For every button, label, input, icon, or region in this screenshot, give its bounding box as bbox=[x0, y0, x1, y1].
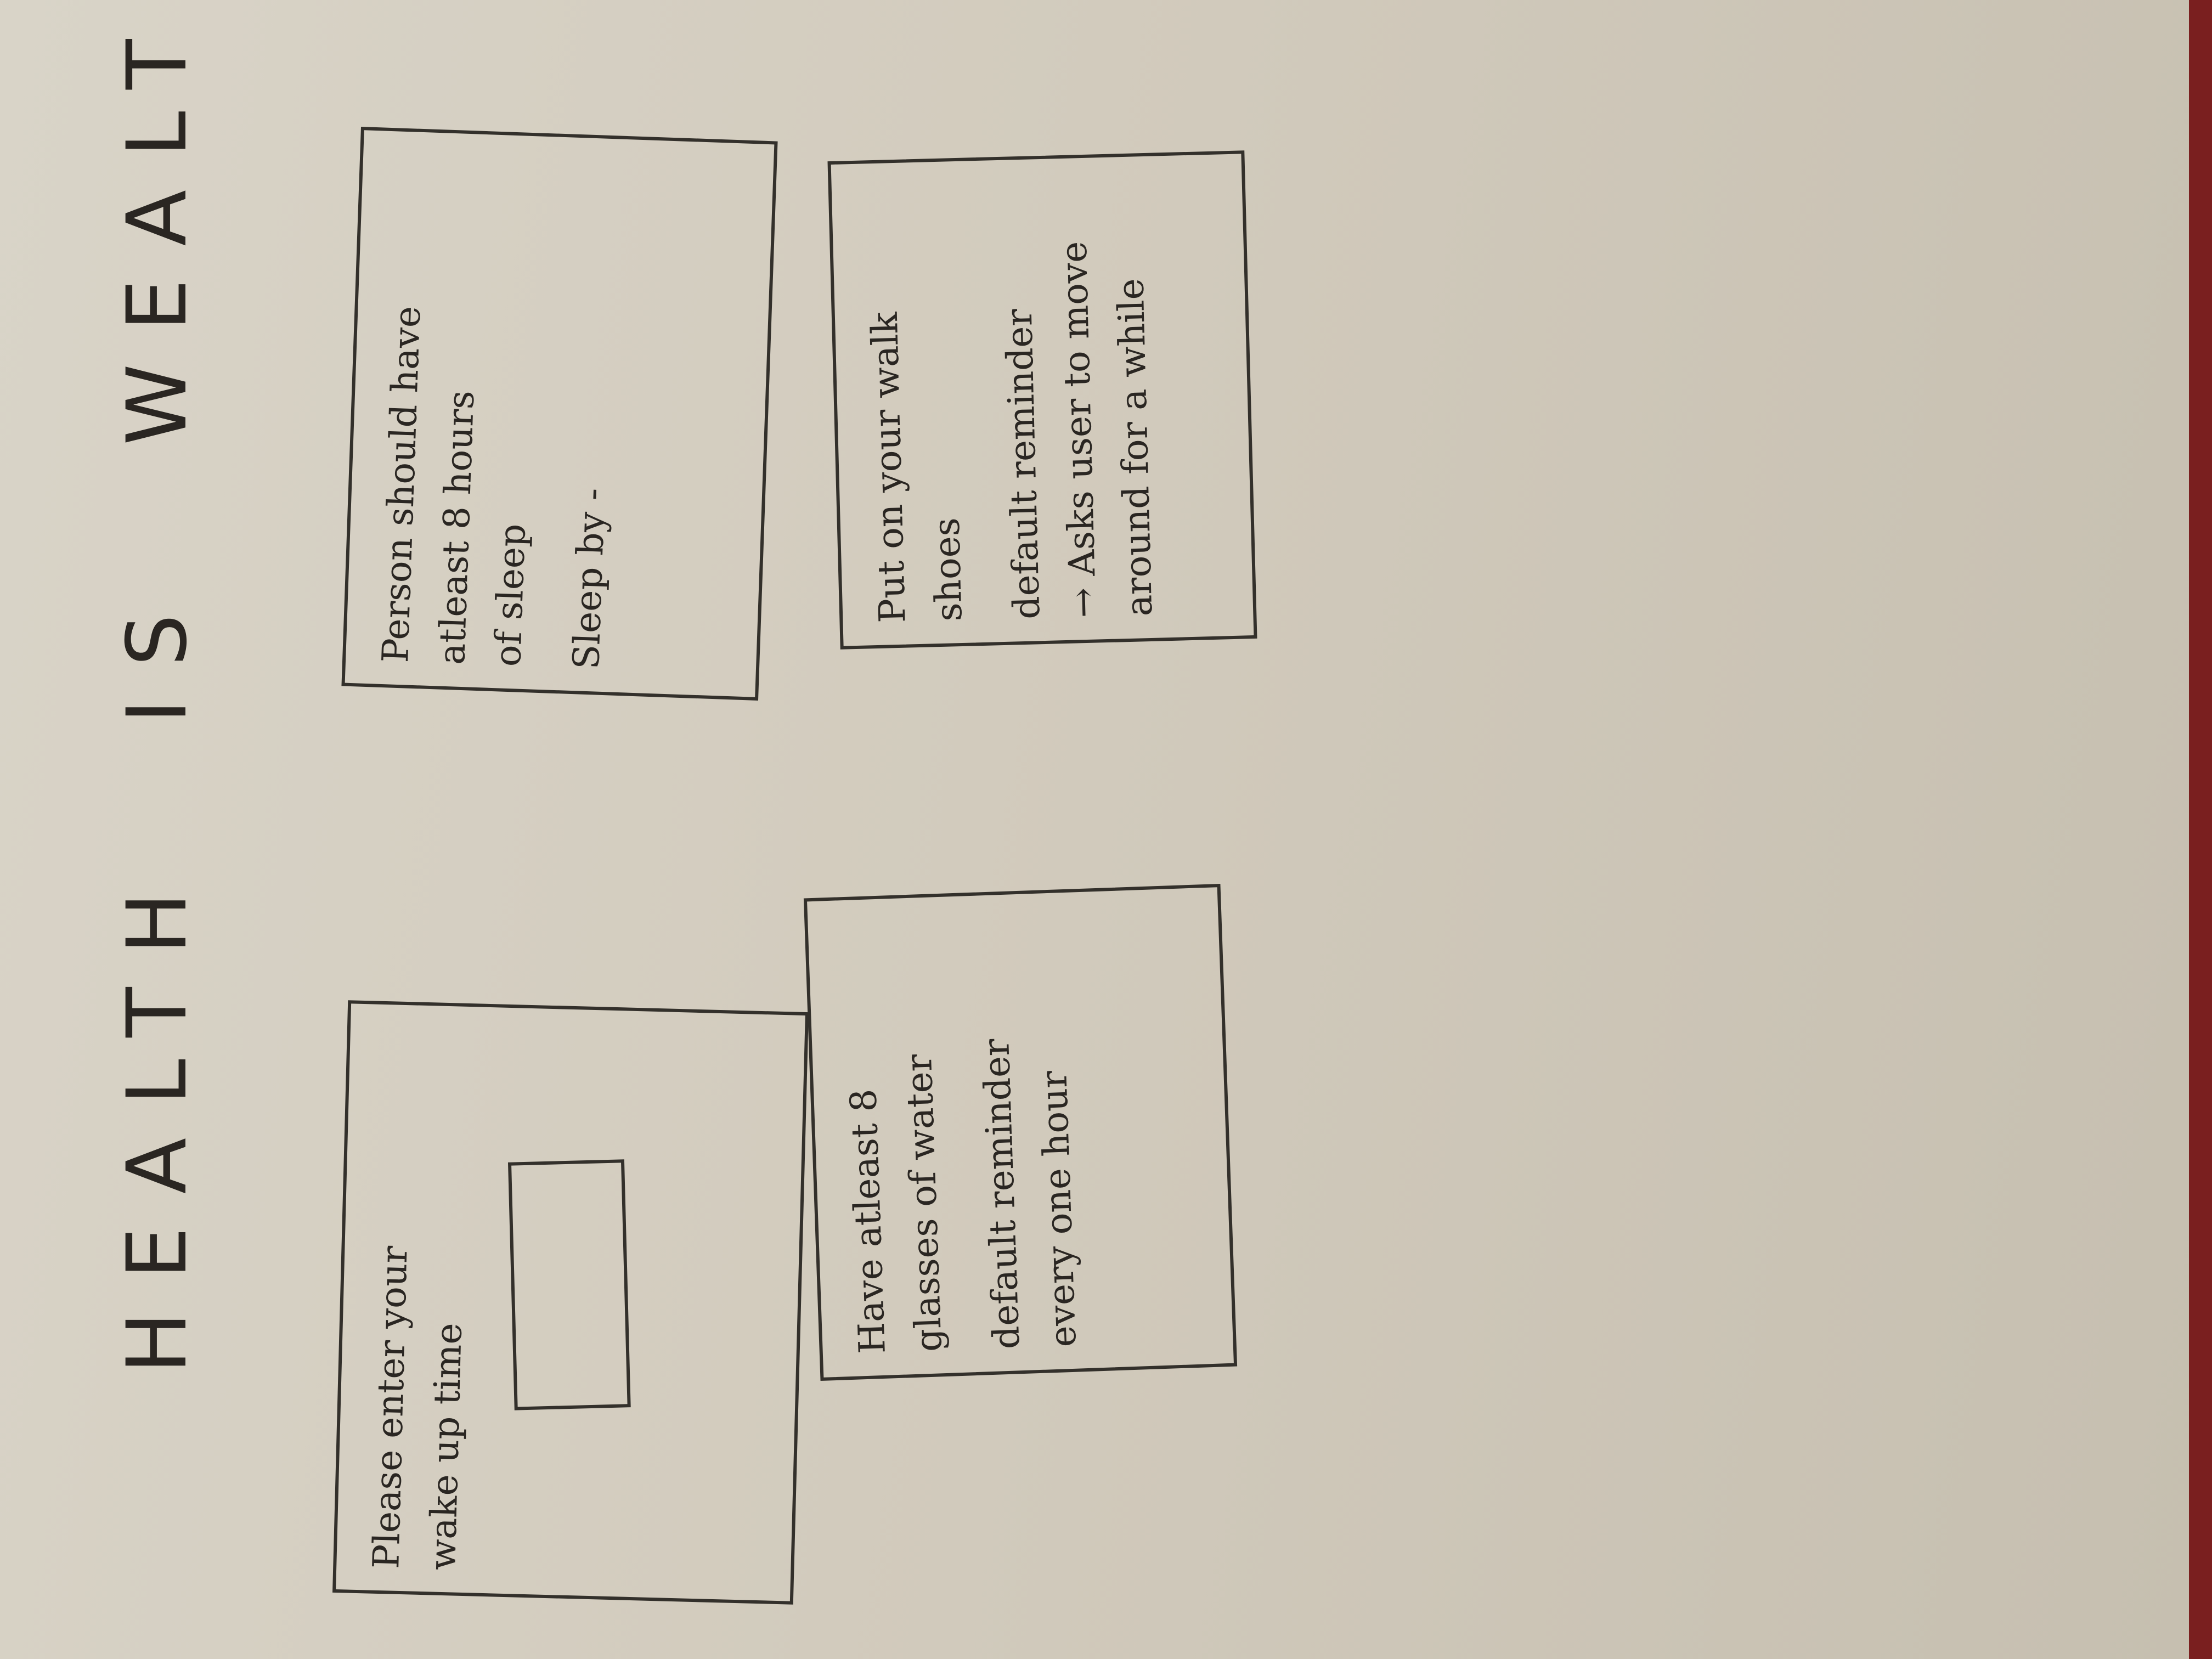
sleep-card: Person should have atleast 8 hours of sl… bbox=[341, 127, 778, 701]
sleep-card-line-2: atleast 8 hours bbox=[430, 390, 482, 665]
wake-card-line-2: wake up time bbox=[421, 1322, 470, 1571]
wake-up-card: Please enter your wake up time bbox=[332, 1000, 809, 1605]
water-card-line-3: default reminder bbox=[975, 1038, 1028, 1350]
title-word-wealth: WEALTH bbox=[110, 0, 205, 445]
walk-card-line-2: shoes bbox=[925, 517, 970, 622]
water-card-line-1: Have atleast 8 bbox=[842, 1088, 894, 1355]
sleep-card-line-3: of sleep bbox=[486, 523, 534, 668]
walk-reminder-card: Put on your walk shoes default reminder … bbox=[827, 150, 1257, 650]
table-edge bbox=[2189, 0, 2212, 1659]
walk-card-line-3: default reminder bbox=[997, 308, 1048, 620]
page-title: HEALTH IS WEALTH bbox=[110, 0, 205, 1374]
walk-card-line-5: around for a while bbox=[1109, 278, 1161, 617]
sleep-card-line-4: Sleep by - bbox=[565, 487, 613, 670]
wake-time-input[interactable] bbox=[507, 1159, 631, 1410]
sleep-card-line-1: Person should have bbox=[374, 305, 429, 664]
wake-card-line-1: Please enter your bbox=[365, 1245, 416, 1570]
title-word-is: IS bbox=[110, 581, 205, 724]
water-card-line-4: every one hour bbox=[1032, 1070, 1085, 1348]
water-card-line-2: glasses of water bbox=[897, 1053, 950, 1353]
walk-card-line-1: Put on your walk bbox=[863, 311, 914, 624]
water-reminder-card: Have atleast 8 glasses of water default … bbox=[803, 884, 1238, 1381]
title-word-health: HEALTH bbox=[110, 859, 205, 1374]
walk-card-line-4: → Asks user to move bbox=[1052, 240, 1104, 619]
